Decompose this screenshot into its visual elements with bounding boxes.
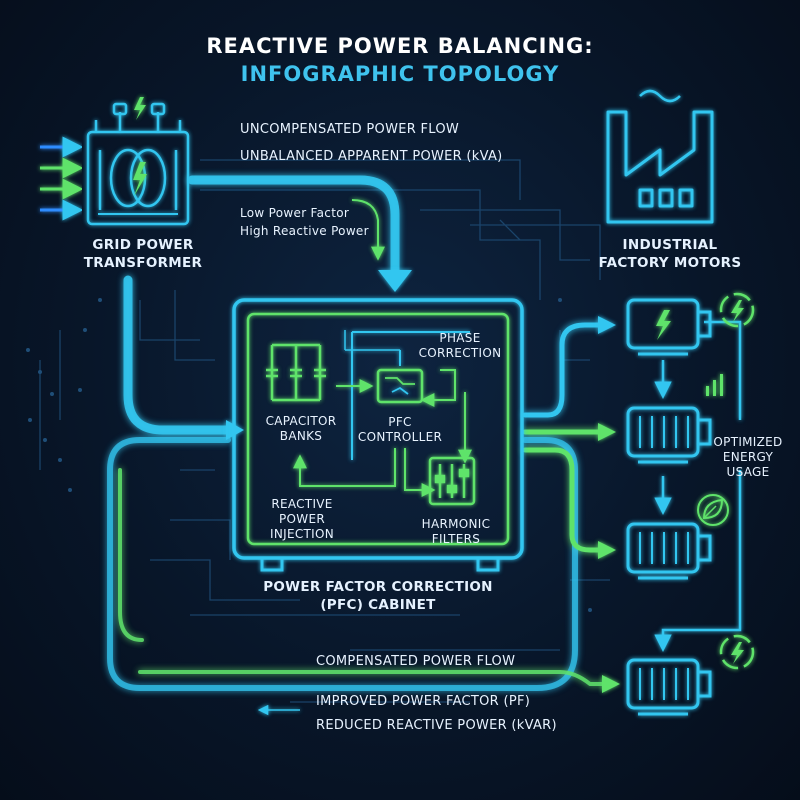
- motor-chain-arrows: [654, 320, 742, 652]
- compensated-flow-label: COMPENSATED POWER FLOW: [316, 654, 516, 669]
- optimized-usage-label-line3: USAGE: [726, 465, 770, 479]
- factory-icon: [606, 89, 714, 224]
- pfc-controller-label-line1: PFC: [388, 415, 412, 429]
- top-bolt-icon: [134, 97, 146, 120]
- transformer-bolt-icon: [133, 162, 147, 196]
- low-pf-label: Low Power Factor: [240, 206, 350, 220]
- bolt-icon: [719, 634, 755, 670]
- reactive-injection-label-line2: POWER: [279, 512, 325, 526]
- grid-input-arrows: [40, 136, 84, 221]
- reactive-injection-label-line3: INJECTION: [269, 527, 334, 541]
- cabinet-wiring: [293, 330, 472, 497]
- filter-icon: [428, 456, 476, 506]
- uncompensated-flow-label: UNCOMPENSATED POWER FLOW: [240, 122, 460, 137]
- low-pf-connector: [351, 199, 385, 261]
- phase-correction-label-line1: PHASE: [439, 331, 481, 345]
- improved-pf-pipe: [118, 468, 144, 642]
- reactive-injection-label-line1: REACTIVE: [271, 497, 333, 511]
- motor-icon: [626, 522, 712, 580]
- reduced-kvar-label: REDUCED REACTIVE POWER (kVAR): [316, 718, 557, 733]
- motor-bolt-icon: [656, 310, 671, 340]
- uncompensated-flow-pipe: [187, 175, 400, 283]
- motor-icon: [626, 298, 712, 356]
- factory-label-line1: INDUSTRIAL: [622, 237, 718, 253]
- output-to-motor3-pipe: [522, 447, 603, 553]
- transformer-icon: [86, 102, 190, 226]
- phase-correction-label-line2: CORRECTION: [418, 346, 502, 360]
- factory-label-line2: FACTORY MOTORS: [598, 255, 742, 271]
- pfc-cabinet-label-line1: POWER FACTOR CORRECTION: [263, 579, 493, 595]
- diagram-subtitle: INFOGRAPHIC TOPOLOGY: [240, 62, 560, 86]
- harmonic-filters-label-line1: HARMONIC: [421, 517, 491, 531]
- compensated-flow-loop: [107, 437, 578, 691]
- optimized-usage-label-line2: ENERGY: [722, 450, 774, 464]
- controller-icon: [376, 368, 424, 404]
- background-dots: [26, 298, 592, 612]
- grid-transformer-label-line2: TRANSFORMER: [83, 255, 203, 271]
- unbalanced-power-label: UNBALANCED APPARENT POWER (kVA): [240, 149, 503, 164]
- compensated-to-motor4-pipe: [138, 670, 607, 686]
- leaf-icon: [697, 494, 729, 526]
- capacitor-banks-label-line2: BANKS: [279, 429, 323, 443]
- pfc-controller-label-line2: CONTROLLER: [357, 430, 443, 444]
- capacitor-banks-label-line1: CAPACITOR: [265, 414, 337, 428]
- bolt-icon: [719, 292, 755, 328]
- pfc-cabinet: [232, 298, 524, 572]
- harmonic-filters-label-line2: FILTERS: [431, 532, 481, 546]
- bar-chart-icon: [706, 374, 723, 396]
- pfc-cabinet-label-line2: (PFC) CABINET: [320, 597, 436, 613]
- grid-feed-pipe: [123, 275, 233, 435]
- output-to-motor1-pipe: [522, 322, 603, 418]
- optimized-usage-label-line1: OPTIMIZED: [713, 435, 783, 449]
- diagram-title: REACTIVE POWER BALANCING:: [206, 34, 594, 58]
- motor-icon: [626, 406, 712, 464]
- grid-transformer-label-line1: GRID POWER: [92, 237, 194, 253]
- high-reactive-label: High Reactive Power: [240, 224, 369, 238]
- capacitor-icon: [266, 343, 326, 402]
- improved-pf-label: IMPROVED POWER FACTOR (PF): [316, 694, 531, 709]
- motor-icon: [626, 658, 712, 716]
